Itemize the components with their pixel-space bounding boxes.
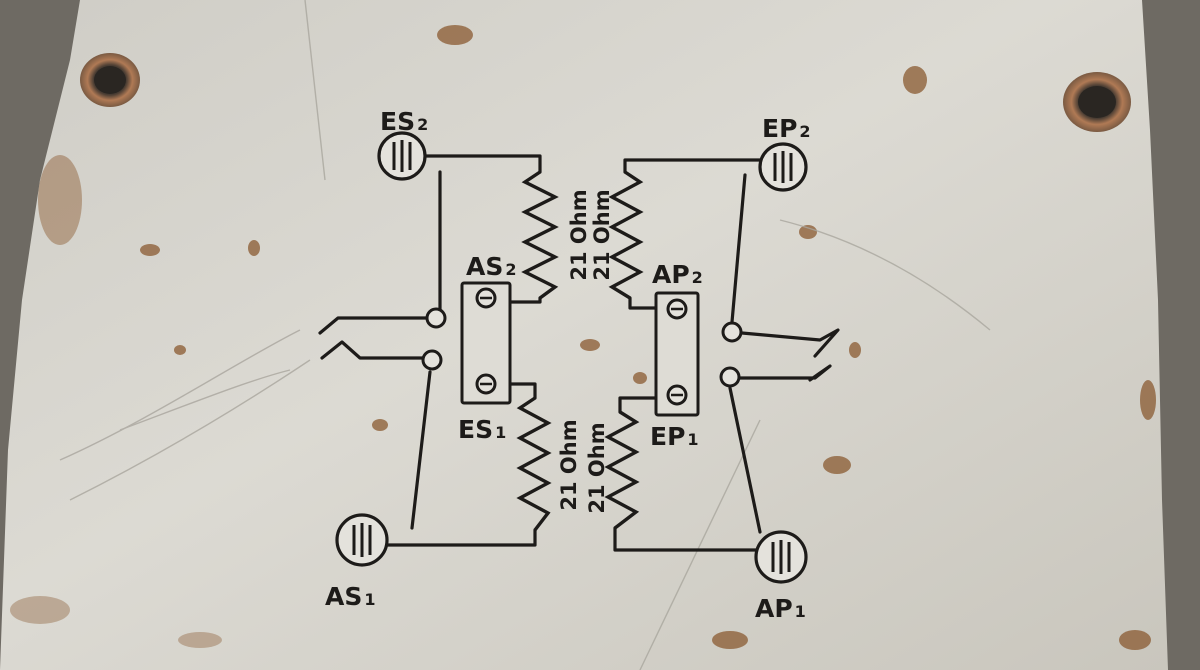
resistor-upper-left-label: 21 Ohm (567, 189, 591, 280)
terminal-strip-right (654, 291, 700, 417)
scratches (59, 0, 991, 670)
resistor-lower-left-label: 21 Ohm (557, 419, 581, 510)
resistor-upper-left: 21 Ohm (521, 170, 591, 300)
rust-spots (10, 25, 1156, 650)
wiring (318, 154, 840, 552)
mounting-hole-right (1063, 72, 1131, 132)
mounting-hole-left (80, 53, 140, 107)
switch-node-left-lower (421, 349, 443, 371)
terminal-ap1-screw (754, 530, 808, 584)
switch-node-right-upper (721, 321, 743, 343)
resistor-lower-right-label: 21 Ohm (585, 422, 609, 513)
terminal-es2-screw (377, 131, 427, 181)
resistor-upper-right-label: 21 Ohm (590, 189, 614, 280)
terminal-strip-left (460, 281, 512, 405)
resistor-upper-right: 21 Ohm (590, 170, 644, 300)
terminal-as1-screw (335, 513, 389, 567)
switch-node-right-lower (719, 366, 741, 388)
resistor-lower-left: 21 Ohm (516, 396, 581, 532)
metal-plate (0, 0, 1168, 670)
resistor-lower-right: 21 Ohm (585, 410, 640, 530)
switch-node-left-upper (425, 307, 447, 329)
terminal-ep2-screw (758, 142, 808, 192)
